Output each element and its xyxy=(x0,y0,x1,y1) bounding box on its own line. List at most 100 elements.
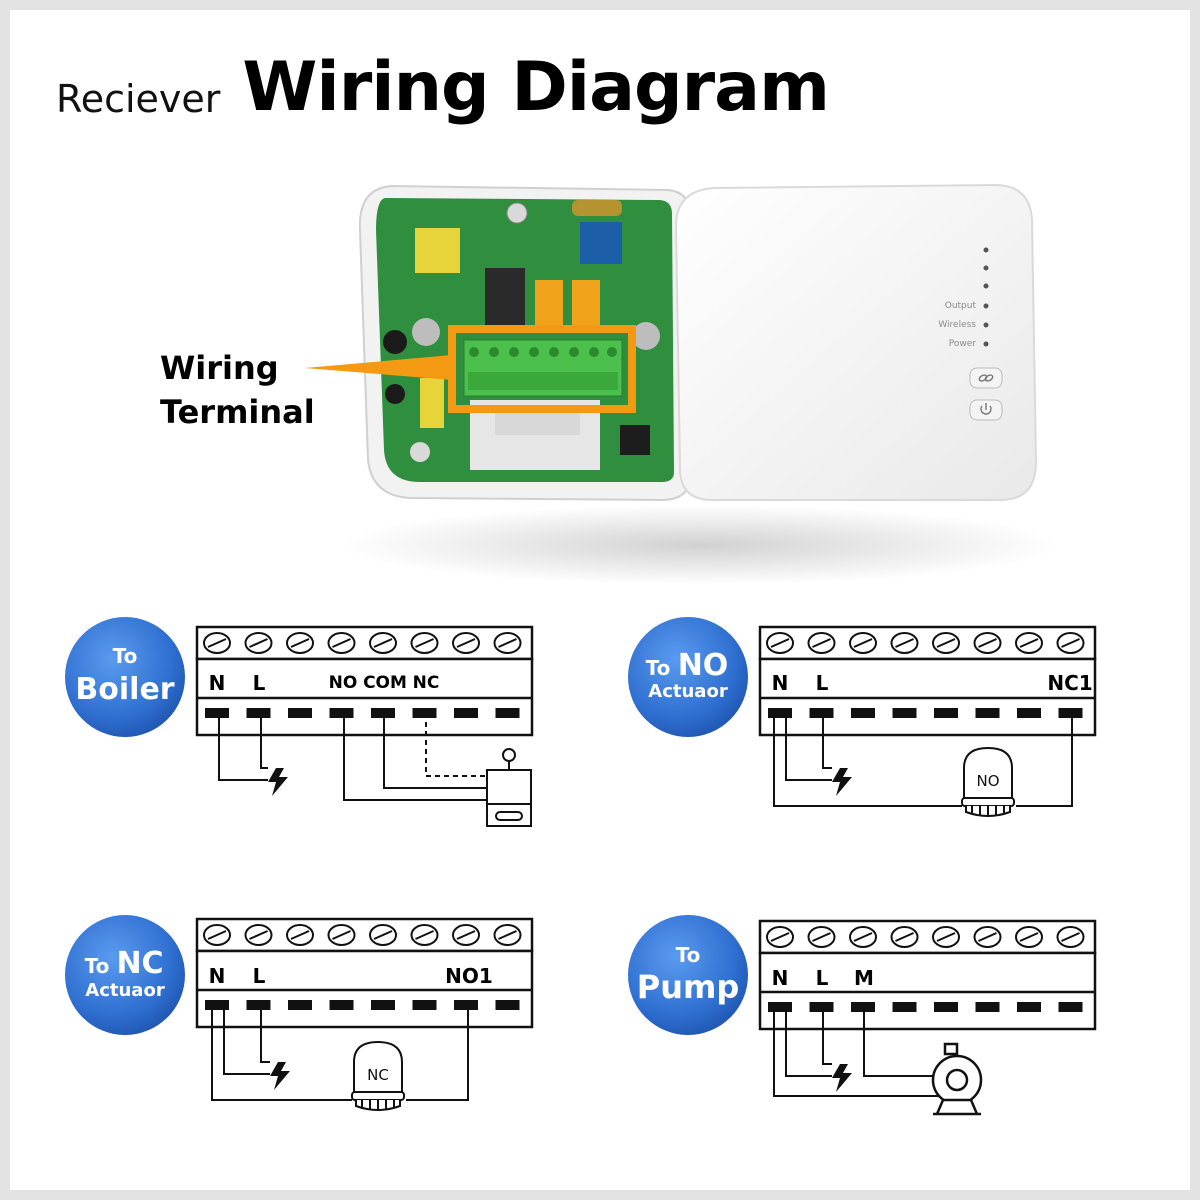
terminal-screw-slot xyxy=(936,638,956,648)
terminal-pad xyxy=(205,1000,229,1010)
terminal-screw-slot xyxy=(812,932,831,942)
pad-row-nc-actuator xyxy=(205,1000,520,1010)
terminal-screw-slot xyxy=(332,638,351,648)
panel-pump: To Pump N L M xyxy=(628,915,1097,1116)
label-no-nc1: NC1 xyxy=(1047,671,1092,695)
terminal-screw-slot xyxy=(853,932,873,942)
indicator-power: Power xyxy=(949,339,977,349)
terminal-screw-slot xyxy=(373,638,393,648)
terminal-pad xyxy=(1017,1002,1041,1012)
terminal-screw-slot xyxy=(249,930,268,940)
bubble-boiler-big: Boiler xyxy=(75,672,174,707)
boiler-icon xyxy=(486,748,532,827)
actuator-icon xyxy=(351,1040,405,1111)
terminal-screw-slot xyxy=(1019,638,1039,648)
terminal-pad xyxy=(288,708,312,718)
pump-icon xyxy=(931,1042,983,1116)
bubble-no-actuator: To NO Actuaor xyxy=(628,617,748,737)
terminal-pad xyxy=(892,708,917,718)
terminal-pad xyxy=(495,1000,520,1010)
terminal-screw-slot xyxy=(415,930,434,940)
terminal-screw-slot xyxy=(290,930,310,940)
label-no-n: N xyxy=(772,671,789,695)
pad-row-no-actuator xyxy=(768,708,1083,718)
actuator-label-nc: NC xyxy=(367,1066,389,1084)
terminal-pad xyxy=(975,1002,1000,1012)
bubble-pump-small: To xyxy=(676,943,701,967)
receiver-device: Output Wireless Power xyxy=(305,183,1060,585)
terminal-pad xyxy=(1017,708,1041,718)
terminal-screw-slot xyxy=(498,638,517,648)
bubble-nc-small: To xyxy=(85,954,110,978)
screw-row-nc-actuator xyxy=(203,924,522,946)
terminal-screw-slot xyxy=(895,638,914,648)
terminal-pad xyxy=(934,1002,958,1012)
label-boiler-no: NO xyxy=(329,673,358,693)
bubble-nc-actuator: To NC Actuaor xyxy=(65,915,185,1035)
power-button[interactable] xyxy=(969,399,1003,421)
wires-no-actuator xyxy=(773,713,1073,807)
terminal-screw-slot xyxy=(332,930,351,940)
terminal-pad xyxy=(934,708,958,718)
lightning-icon xyxy=(832,768,852,796)
terminal-pad xyxy=(205,708,229,718)
screw-row-pump xyxy=(766,926,1085,948)
terminal-pad xyxy=(768,708,792,718)
actuator-icon xyxy=(961,746,1015,817)
terminal-screw-slot xyxy=(978,932,997,942)
terminal-pad xyxy=(1058,1002,1083,1012)
label-nc-no1: NO1 xyxy=(445,964,493,988)
terminal-pad xyxy=(768,1002,792,1012)
label-pump-m: M xyxy=(854,966,874,990)
lightning-icon xyxy=(270,1062,290,1090)
terminal-pad xyxy=(454,708,478,718)
terminal-pad xyxy=(851,708,875,718)
label-no-l: L xyxy=(816,671,829,695)
terminal-pad xyxy=(371,1000,395,1010)
terminal-screw-slot xyxy=(853,638,873,648)
bubble-pump: To Pump xyxy=(628,915,748,1035)
terminal-screw-slot xyxy=(456,930,476,940)
terminal-screw-slot xyxy=(895,932,914,942)
terminal-screw-slot xyxy=(1019,932,1039,942)
label-boiler-n: N xyxy=(209,671,226,695)
bubble-boiler-small: To xyxy=(113,644,138,668)
link-icon xyxy=(978,374,994,382)
lightning-icon xyxy=(268,768,288,796)
page-subtitle: Reciever xyxy=(56,77,221,121)
label-nc-n: N xyxy=(209,964,226,988)
terminal-screw-slot xyxy=(812,638,831,648)
terminal-pad xyxy=(454,1000,478,1010)
label-nc-l: L xyxy=(253,964,266,988)
callout-line-2: Terminal xyxy=(160,393,315,431)
terminal-pad xyxy=(288,1000,312,1010)
terminal-pad xyxy=(809,708,834,718)
wires-nc-actuator xyxy=(211,1005,469,1101)
terminal-screw-slot xyxy=(290,638,310,648)
terminal-pad xyxy=(495,708,520,718)
terminal-pad xyxy=(246,708,271,718)
terminal-screw-slot xyxy=(1061,638,1080,648)
terminal-pad xyxy=(809,1002,834,1012)
terminal-pad xyxy=(892,1002,917,1012)
terminal-screw-slot xyxy=(498,930,517,940)
terminal-screw-slot xyxy=(415,638,434,648)
terminal-pad xyxy=(1058,708,1083,718)
screw-row-no-actuator xyxy=(766,632,1085,654)
wires-pump xyxy=(773,1007,945,1097)
terminal-screw-slot xyxy=(207,638,227,648)
bubble-nc-sub: Actuaor xyxy=(85,980,165,1001)
terminal-screw-slot xyxy=(207,930,227,940)
bubble-no-sub: Actuaor xyxy=(648,681,728,702)
terminal-pad xyxy=(329,1000,354,1010)
terminal-screw-slot xyxy=(770,932,790,942)
terminal-screw-slot xyxy=(249,638,268,648)
terminal-pad xyxy=(329,708,354,718)
transformer xyxy=(415,228,460,273)
panel-no-actuator: To NO Actuaor N L NC1 NO xyxy=(628,617,1097,817)
screw-row-boiler xyxy=(203,632,522,654)
lightning-icon xyxy=(832,1064,852,1092)
link-button[interactable] xyxy=(969,367,1003,389)
bubble-pump-big: Pump xyxy=(637,968,739,1006)
